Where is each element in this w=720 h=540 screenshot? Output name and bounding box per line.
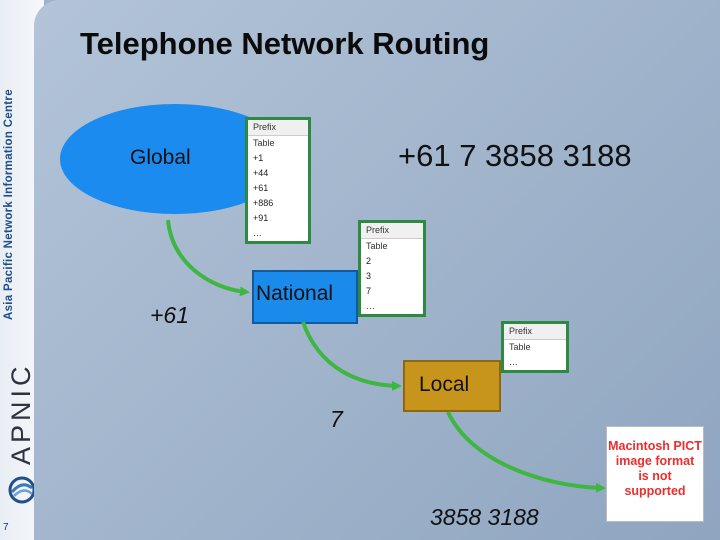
global-prefix-table: Prefix Table +1 +44 +61 +886 +91 … (245, 117, 311, 244)
table-row: +886 (253, 198, 274, 208)
local-prefix-table: Prefix Table … (501, 321, 569, 373)
national-digits: 7 (330, 406, 343, 432)
arrow-local-to-subscriber (446, 411, 606, 493)
global-label: Global (130, 146, 191, 169)
local-box (403, 360, 501, 412)
table-row: 7 (366, 286, 372, 296)
local-digits: 3858 3188 (430, 504, 539, 530)
placeholder-text-line: is not supported (624, 469, 686, 498)
table-row: … (509, 357, 518, 367)
table-row: 3 (366, 271, 372, 281)
full-phone-number: +61 7 3858 3188 (398, 138, 632, 173)
table-header: Prefix (248, 120, 308, 136)
slide-number: 7 (3, 522, 9, 533)
table-header: Table (361, 239, 423, 254)
table-row: +1 (253, 153, 264, 163)
national-prefix-table: Prefix Table 2 3 7 … (358, 220, 426, 317)
table-header: Prefix (361, 223, 423, 239)
global-digits: +61 (150, 302, 190, 328)
placeholder-text-line: Macintosh PICT (608, 439, 702, 453)
table-header: Table (504, 340, 566, 355)
table-row: +91 (253, 213, 269, 223)
table-row: … (366, 301, 375, 311)
table-header: Table (248, 136, 308, 151)
table-row: +44 (253, 168, 269, 178)
table-row: 2 (366, 256, 372, 266)
table-header: Prefix (504, 324, 566, 340)
national-label: National (256, 282, 334, 305)
placeholder-text-line: image format (615, 454, 695, 468)
unsupported-image-placeholder: Macintosh PICT image format is not suppo… (606, 426, 704, 522)
arrow-national-to-local (301, 321, 402, 391)
table-row: … (253, 228, 262, 238)
arrow-global-to-national (166, 219, 250, 297)
slide-title: Telephone Network Routing (80, 26, 490, 61)
table-row: +61 (253, 183, 269, 193)
local-label: Local (419, 373, 470, 396)
